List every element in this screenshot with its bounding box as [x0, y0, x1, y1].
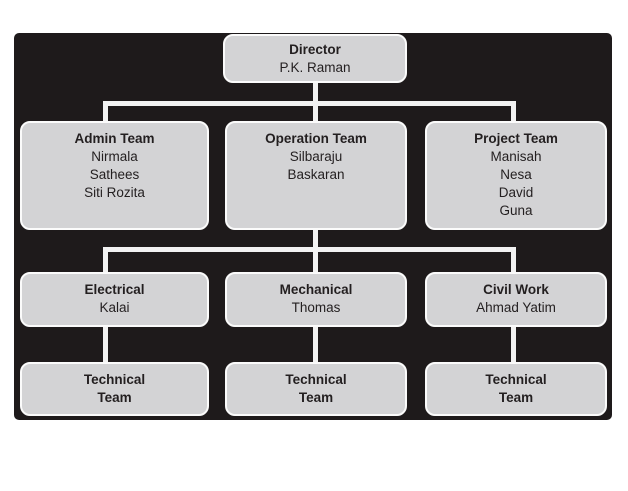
node-title: Civil Work — [483, 282, 549, 297]
connector-level2-horizontal — [103, 247, 516, 252]
connector-project-drop — [511, 101, 516, 123]
node-title: Technical — [485, 372, 547, 387]
node-technical-team-right: Technical Team — [425, 362, 607, 416]
node-member: Nesa — [500, 167, 532, 182]
node-title: Technical — [83, 372, 146, 387]
connector-admin-drop — [103, 101, 108, 123]
node-member: Guna — [499, 203, 533, 218]
node-project-team: Project Team Manisah Nesa David Guna — [425, 121, 607, 230]
node-member: Ahmad Yatim — [476, 300, 556, 315]
node-title: Team — [498, 390, 534, 405]
connector-electrical-technical — [103, 324, 108, 364]
node-title: Operation Team — [265, 131, 367, 146]
connector-civil-technical — [511, 324, 516, 364]
node-title: Team — [298, 390, 334, 405]
node-title: Electrical — [84, 282, 145, 297]
node-title: Mechanical — [279, 282, 353, 297]
connector-level1-horizontal — [103, 101, 516, 106]
node-member: Baskaran — [287, 167, 345, 182]
node-title: Admin Team — [74, 131, 155, 146]
node-member: Nirmala — [91, 149, 138, 164]
connector-electrical-drop — [103, 247, 108, 274]
node-member: Siti Rozita — [84, 185, 145, 200]
node-title: Technical — [285, 372, 347, 387]
node-technical-team-center: Technical Team — [225, 362, 407, 416]
connector-mechanical-technical — [313, 324, 318, 364]
node-technical-team-left: Technical Team — [20, 362, 209, 416]
node-title: Director — [289, 42, 341, 57]
node-member: P.K. Raman — [279, 60, 351, 75]
node-director: Director P.K. Raman — [223, 34, 407, 83]
node-title: Project Team — [474, 131, 558, 146]
node-member: Thomas — [291, 300, 341, 315]
node-member: David — [498, 185, 534, 200]
node-electrical: Electrical Kalai — [20, 272, 209, 327]
node-member: Manisah — [490, 149, 542, 164]
node-member: Sathees — [89, 167, 140, 182]
node-member: Kalai — [99, 300, 130, 315]
node-admin-team: Admin Team Nirmala Sathees Siti Rozita — [20, 121, 209, 230]
node-title: Team — [97, 390, 132, 405]
node-member: Silbaraju — [289, 149, 343, 164]
node-operation-team: Operation Team Silbaraju Baskaran — [225, 121, 407, 230]
connector-civil-drop — [511, 247, 516, 274]
node-civil-work: Civil Work Ahmad Yatim — [425, 272, 607, 327]
node-mechanical: Mechanical Thomas — [225, 272, 407, 327]
